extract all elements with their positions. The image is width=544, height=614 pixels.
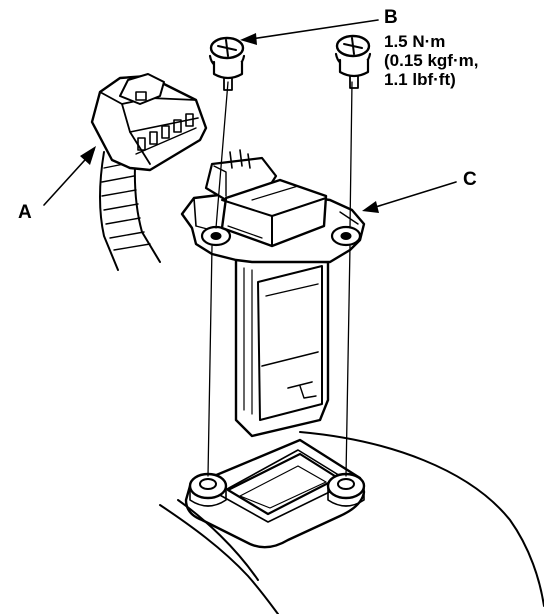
torque-spec-line-2: (0.15 kgf·m, (384, 51, 479, 70)
callout-label-b: B (384, 7, 398, 28)
screw-left (208, 36, 246, 91)
torque-specification: 1.5 N·m (0.15 kgf·m, 1.1 lbf·ft) (384, 32, 478, 89)
arrowhead-b (240, 33, 257, 45)
arrowhead-c (362, 201, 379, 213)
leader-arrowheads (80, 33, 379, 213)
callout-label-a: A (18, 202, 32, 223)
screw-right (334, 34, 372, 89)
alignment-lines (207, 81, 353, 477)
torque-spec-line-3: 1.1 lbf·ft) (384, 70, 456, 89)
duct-mounting-pad (184, 438, 366, 549)
torque-spec-line-1: 1.5 N·m (384, 32, 446, 51)
harness-connector (90, 73, 208, 271)
leader-line-b (243, 19, 379, 41)
callout-label-c: C (463, 169, 477, 190)
airflow-sensor (180, 149, 366, 438)
arrowhead-a (80, 146, 96, 165)
intake-duct (159, 431, 544, 614)
leader-line-c (365, 181, 457, 211)
